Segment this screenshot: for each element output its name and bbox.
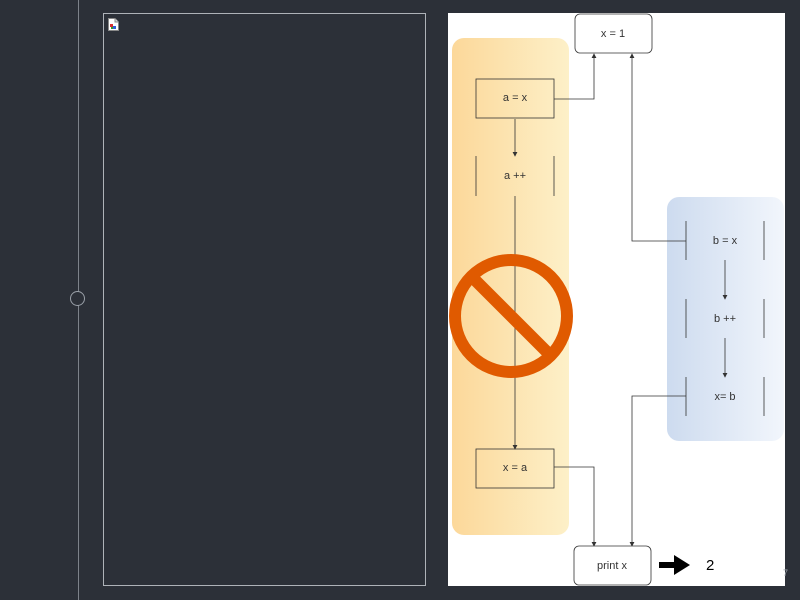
node-b-assign-label: b = x: [713, 235, 738, 247]
page-number: 7: [783, 568, 789, 578]
flow-diagram: x = 1 a = x a ++ x = a b =: [448, 13, 785, 586]
prohibited-icon: [449, 254, 573, 378]
connector-x-from-a-to-print: [554, 466, 597, 547]
node-x-from-b: x= b: [685, 377, 765, 416]
node-x-from-a: x = a: [475, 448, 555, 489]
node-a-increment-label: a ++: [504, 170, 526, 182]
connector-a-to-x1: [554, 53, 597, 100]
node-x-from-a-label: x = a: [503, 462, 528, 474]
connector-x-from-b-to-print: [629, 395, 686, 547]
flow-diagram-canvas: x = 1 a = x a ++ x = a b =: [449, 13, 784, 586]
node-b-assign: b = x: [685, 221, 765, 260]
left-process-lane: [452, 38, 569, 535]
node-print: print x: [573, 545, 652, 586]
connector-b-to-x1: [629, 53, 686, 242]
node-x-init: x = 1: [574, 13, 653, 54]
node-b-increment: b ++: [685, 299, 765, 338]
node-b-increment-label: b ++: [714, 313, 736, 325]
node-print-label: print x: [597, 560, 627, 572]
right-arrow-icon: [659, 555, 690, 575]
node-x-from-b-label: x= b: [714, 391, 735, 403]
node-a-assign-label: a = x: [503, 92, 528, 104]
node-x-init-label: x = 1: [601, 28, 625, 40]
node-a-increment: a ++: [475, 156, 555, 196]
right-process-lane: [667, 197, 784, 441]
left-image-panel: [103, 13, 426, 586]
broken-image-icon: [108, 18, 119, 31]
result-value: 2: [706, 557, 714, 574]
node-a-assign: a = x: [475, 78, 555, 119]
timeline-handle[interactable]: [70, 291, 85, 306]
